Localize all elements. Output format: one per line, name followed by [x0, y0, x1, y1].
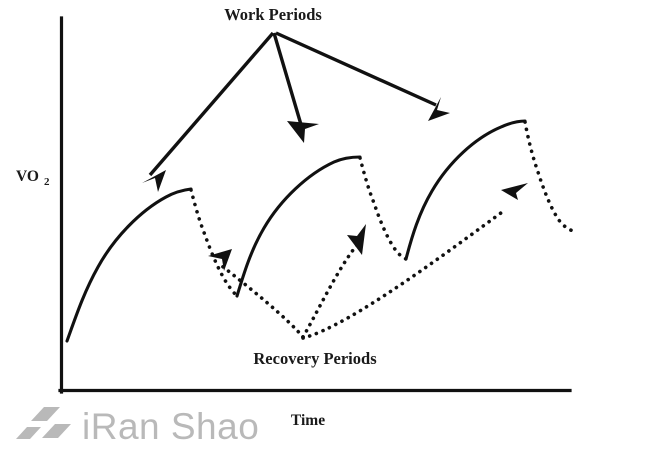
recovery-periods-label: Recovery Periods [253, 349, 377, 368]
work-periods-label: Work Periods [224, 5, 322, 24]
recovery-period-arrows-group [208, 183, 528, 340]
recovery-leader-line-1 [220, 264, 305, 339]
recovery-arrow-head-2 [347, 224, 366, 255]
x-axis-label: Time [291, 412, 325, 429]
watermark-text: iRan Shao [82, 406, 259, 447]
recovery-leader-line-3 [301, 208, 507, 340]
work-arrow-head-2 [287, 121, 319, 143]
running-figure-icon [16, 407, 71, 439]
watermark-group: iRan Shao [16, 406, 259, 447]
axes-group [58, 16, 572, 394]
work-arrow-head-1 [142, 170, 166, 192]
recovery-curve-1 [189, 188, 239, 298]
y-axis-label: VO 2 [16, 168, 50, 188]
work-curve-1 [65, 187, 193, 343]
recovery-arrow-head-3 [501, 183, 528, 200]
work-leader-line-3 [275, 31, 437, 107]
work-curve-2 [235, 155, 362, 298]
recovery-curve-2 [358, 156, 408, 261]
y-axis-label-subscript: 2 [44, 176, 50, 188]
work-period-arrows-group [142, 31, 450, 192]
running-figure-stroke-1 [31, 407, 60, 421]
y-axis-label-main: VO [16, 168, 39, 185]
recovery-arrow-head-1 [208, 249, 232, 271]
curves-group [65, 119, 575, 343]
running-figure-stroke-3 [16, 427, 41, 439]
work-leader-line-1 [148, 31, 275, 177]
work-leader-line-2 [272, 32, 304, 129]
work-arrow-head-3 [428, 97, 450, 121]
work-curve-3 [404, 119, 527, 261]
running-figure-stroke-2 [42, 424, 71, 438]
